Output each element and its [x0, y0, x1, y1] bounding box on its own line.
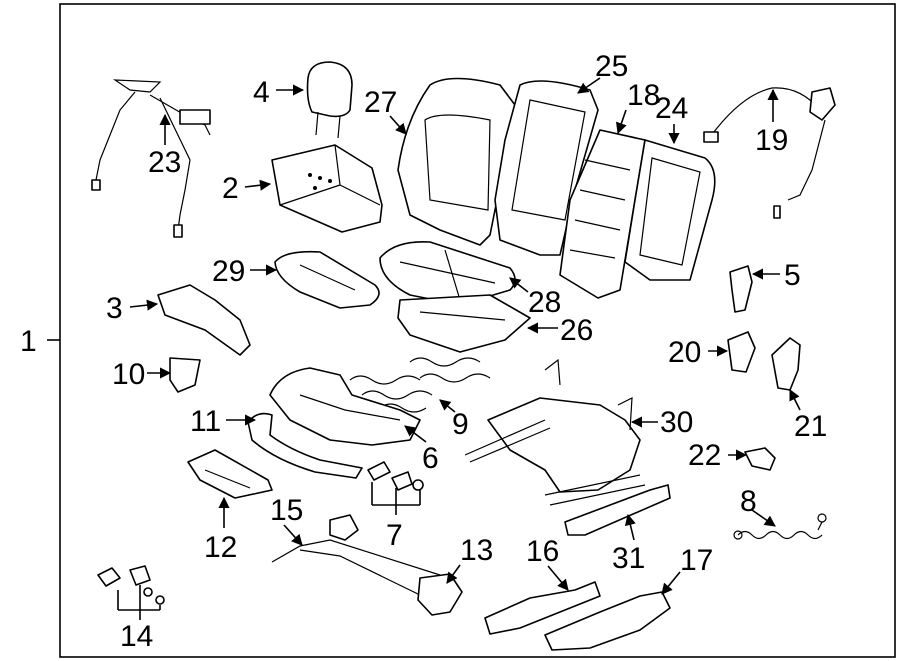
- diagram-border: [59, 3, 896, 658]
- part-30-seat-track: [464, 358, 646, 506]
- callout-17: 17: [680, 544, 713, 577]
- leader-7: [371, 482, 421, 515]
- callout-26: 26: [560, 314, 593, 347]
- callout-30: 30: [660, 406, 693, 439]
- part-9-springs: [349, 357, 491, 413]
- part-14-hardware: [97, 565, 165, 605]
- leader-31: [624, 513, 636, 541]
- leader-9: [439, 399, 456, 413]
- leader-2: [244, 179, 272, 191]
- part-2-armrest: [271, 144, 383, 233]
- callout-12: 12: [204, 531, 237, 564]
- callout-8: 8: [740, 485, 757, 518]
- part-16-switch-housing: [484, 581, 601, 635]
- leader-18: [616, 109, 627, 135]
- part-7-clips: [367, 461, 424, 491]
- callout-13: 13: [460, 534, 493, 567]
- callout-7: 7: [386, 519, 403, 552]
- callout-1: 1: [20, 325, 37, 358]
- callout-21: 21: [794, 410, 827, 443]
- leader-21: [789, 388, 801, 411]
- callout-14: 14: [120, 620, 153, 653]
- part-3-side-shield: [157, 284, 251, 356]
- leader-27: [389, 115, 407, 135]
- part-17-outer-shield: [544, 591, 671, 651]
- part-22-cap: [744, 447, 776, 471]
- leader-6: [404, 425, 427, 443]
- part-21-knob: [771, 337, 801, 391]
- callout-23: 23: [148, 146, 181, 179]
- part-6-seat-frame: [269, 367, 421, 446]
- callout-22: 22: [688, 439, 721, 472]
- callout-9: 9: [452, 408, 469, 441]
- part-4-headrest: [306, 61, 353, 139]
- callout-27: 27: [364, 86, 397, 119]
- callout-24: 24: [655, 92, 688, 125]
- callout-16: 16: [526, 535, 559, 568]
- part-29-cushion-cover: [274, 250, 380, 309]
- callout-20: 20: [668, 336, 701, 369]
- callout-31: 31: [612, 542, 645, 575]
- part-28-cushion-pad: [379, 241, 516, 306]
- callout-29: 29: [212, 255, 245, 288]
- leader-16: [547, 565, 569, 591]
- part-27-seatback-cover: [397, 77, 516, 246]
- leader-25: [577, 77, 601, 94]
- part-31-track-cover: [564, 484, 671, 536]
- part-13-15-linkage: [271, 514, 463, 616]
- part-23-wiring-harness: [91, 79, 211, 238]
- leader-14: [117, 585, 161, 620]
- part-12-side-panel: [187, 449, 273, 499]
- callout-6: 6: [422, 442, 439, 475]
- callout-5: 5: [784, 259, 801, 292]
- part-11-trim: [247, 412, 363, 479]
- part-19-cable: [703, 87, 836, 219]
- part-5-bracket: [729, 265, 753, 313]
- callout-4: 4: [253, 76, 270, 109]
- callout-15: 15: [270, 494, 303, 527]
- part-10-cover: [169, 357, 201, 393]
- callout-10: 10: [112, 358, 145, 391]
- leader-13: [446, 564, 461, 584]
- leader-17: [661, 571, 681, 595]
- part-26-cushion-pan: [397, 294, 531, 353]
- callout-11: 11: [190, 405, 221, 438]
- callout-28: 28: [528, 286, 561, 319]
- leader-8: [751, 509, 776, 527]
- callout-18: 18: [627, 79, 660, 112]
- leader-3: [129, 299, 159, 311]
- part-8-spring: [733, 513, 827, 540]
- callout-19: 19: [755, 124, 788, 157]
- callout-25: 25: [595, 50, 628, 83]
- leader-15: [283, 524, 303, 546]
- leader-28: [509, 277, 529, 293]
- part-24-seatback-panel: [624, 139, 716, 281]
- callout-2: 2: [222, 172, 239, 205]
- callout-3: 3: [106, 292, 123, 325]
- part-20-side-cover: [727, 331, 756, 373]
